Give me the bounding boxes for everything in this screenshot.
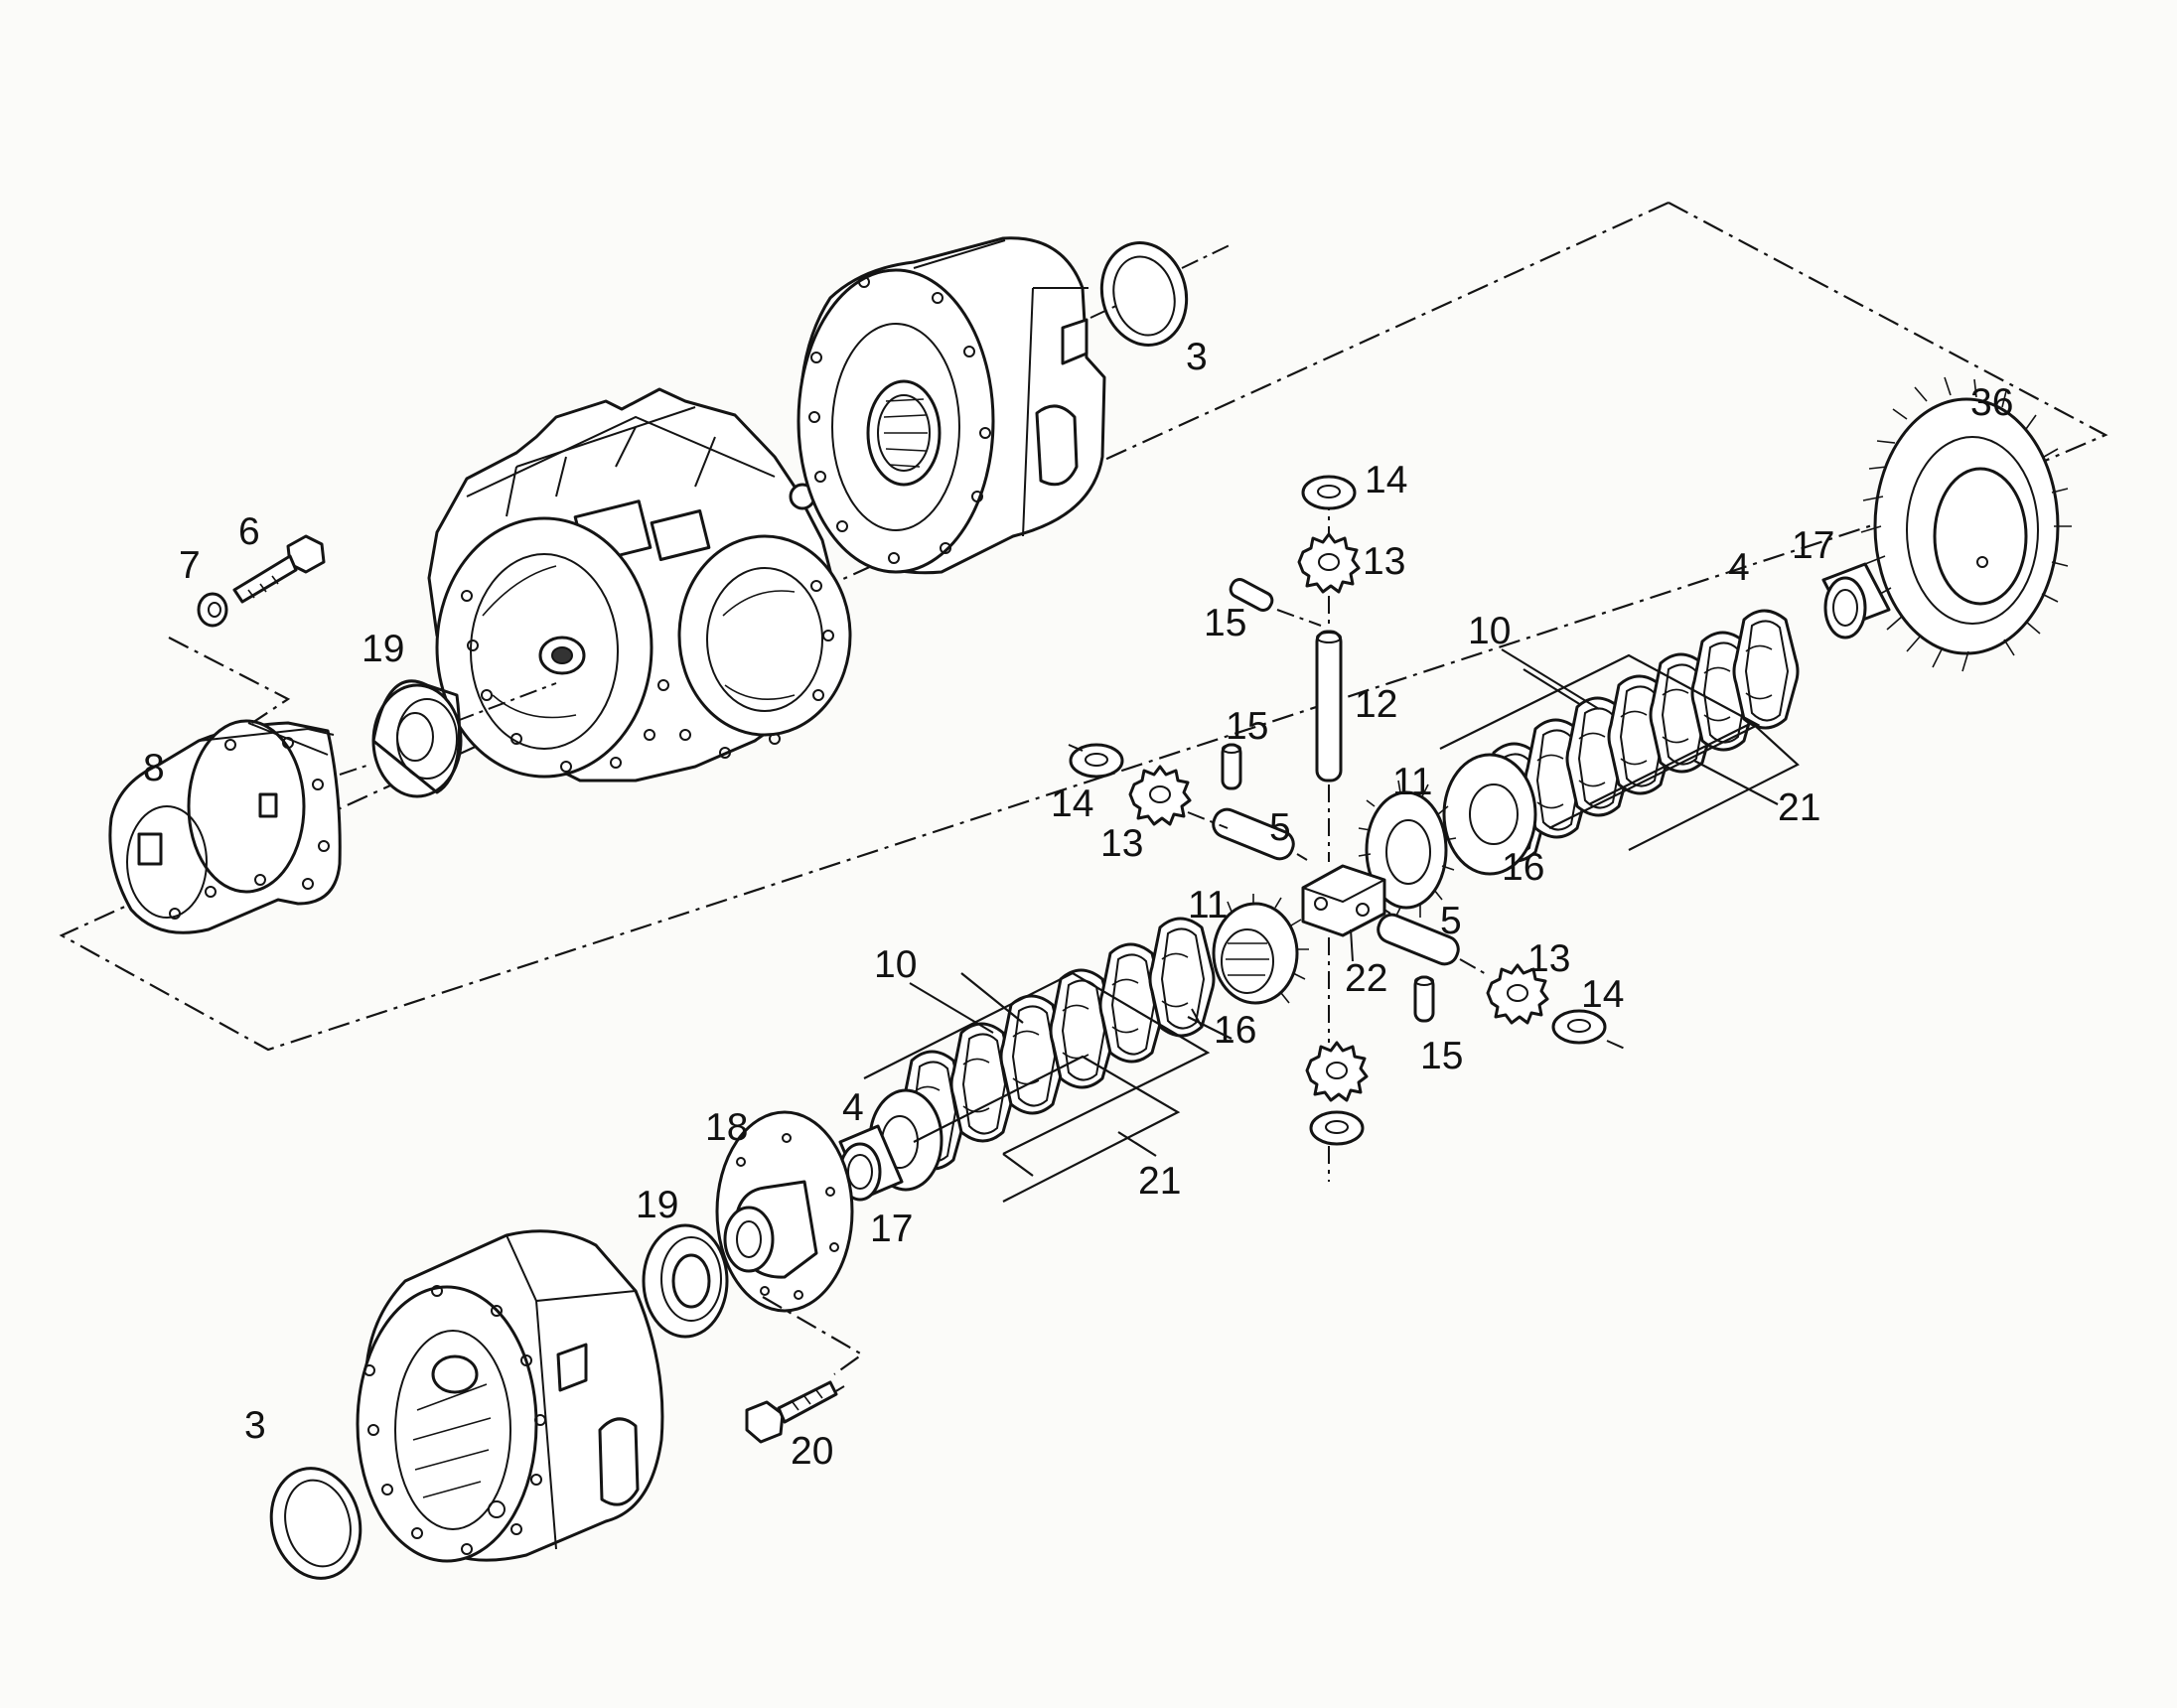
label-3-upper: 3 <box>1186 336 1208 378</box>
bolt-20 <box>745 1380 838 1444</box>
label-5-left: 5 <box>1269 806 1291 849</box>
label-10-lower: 10 <box>874 943 917 986</box>
label-4-upper: 4 <box>1728 546 1750 589</box>
pin-15-top <box>1229 578 1274 612</box>
drive-flange <box>108 719 342 934</box>
upper-housing-cover <box>797 236 1106 575</box>
washer-7 <box>197 592 228 628</box>
label-19-lower: 19 <box>636 1184 678 1226</box>
label-3-lower: 3 <box>244 1404 266 1447</box>
cross-pin-right <box>1377 913 1460 966</box>
o-ring-lower <box>269 1467 363 1580</box>
thrust-washer-top <box>1301 475 1357 510</box>
cross-pin-left <box>1212 807 1295 861</box>
needle-bearing-upper <box>1821 562 1891 640</box>
pin-15-left <box>1221 743 1242 790</box>
label-6: 6 <box>238 510 260 553</box>
label-14-right: 14 <box>1581 973 1624 1016</box>
label-17-upper: 17 <box>1792 524 1834 567</box>
label-5-right: 5 <box>1440 900 1462 942</box>
label-13-right: 13 <box>1527 937 1570 980</box>
pinion-gear-bottom <box>1305 1041 1369 1102</box>
bearing-lower <box>642 1223 729 1339</box>
pinion-gear-left <box>1128 765 1192 826</box>
label-36: 36 <box>1970 381 2013 424</box>
spider-block <box>1301 864 1386 937</box>
label-22: 22 <box>1345 957 1387 1000</box>
ring-gear <box>1860 376 2072 672</box>
bearing-upper <box>371 679 463 798</box>
flange-18 <box>715 1110 854 1313</box>
label-7: 7 <box>179 544 201 587</box>
clutch-stack-lower <box>868 917 1216 1192</box>
clutch-stack-upper <box>1442 609 1800 876</box>
label-15-mid: 15 <box>1226 705 1268 748</box>
pin-15-bottom <box>1413 975 1435 1023</box>
label-13-left: 13 <box>1100 822 1143 865</box>
label-19-upper: 19 <box>362 628 404 670</box>
label-4-lower: 4 <box>842 1086 864 1129</box>
lower-housing-cover <box>356 1229 664 1563</box>
label-16-upper: 16 <box>1502 846 1544 889</box>
label-14-left: 14 <box>1051 783 1093 825</box>
pinion-gear-top <box>1297 532 1361 594</box>
label-20: 20 <box>791 1430 833 1473</box>
thrust-washer-bottom <box>1309 1110 1365 1146</box>
label-14-top: 14 <box>1365 459 1407 501</box>
label-11-upper: 11 <box>1392 761 1433 803</box>
label-10-upper: 10 <box>1468 610 1511 652</box>
label-18: 18 <box>705 1106 748 1149</box>
label-21-lower: 21 <box>1138 1160 1181 1203</box>
label-12: 12 <box>1355 683 1397 726</box>
axle-center-housing <box>427 387 852 783</box>
label-8: 8 <box>143 747 165 789</box>
side-gear-lower <box>1212 894 1309 1005</box>
long-pin <box>1315 630 1343 783</box>
label-13-top: 13 <box>1363 540 1405 583</box>
leader-lines <box>909 648 1600 1034</box>
label-21-upper: 21 <box>1778 786 1820 829</box>
label-15-top: 15 <box>1204 602 1246 644</box>
label-16-lower: 16 <box>1214 1009 1256 1052</box>
o-ring-upper <box>1099 241 1189 347</box>
bolt-6 <box>232 534 326 604</box>
label-17-lower: 17 <box>870 1208 913 1250</box>
label-15-bottom: 15 <box>1420 1035 1463 1077</box>
part-labels: 3 3 4 4 5 5 6 7 8 10 10 11 11 12 13 13 1… <box>143 336 2013 1473</box>
label-11-lower: 11 <box>1188 884 1229 926</box>
